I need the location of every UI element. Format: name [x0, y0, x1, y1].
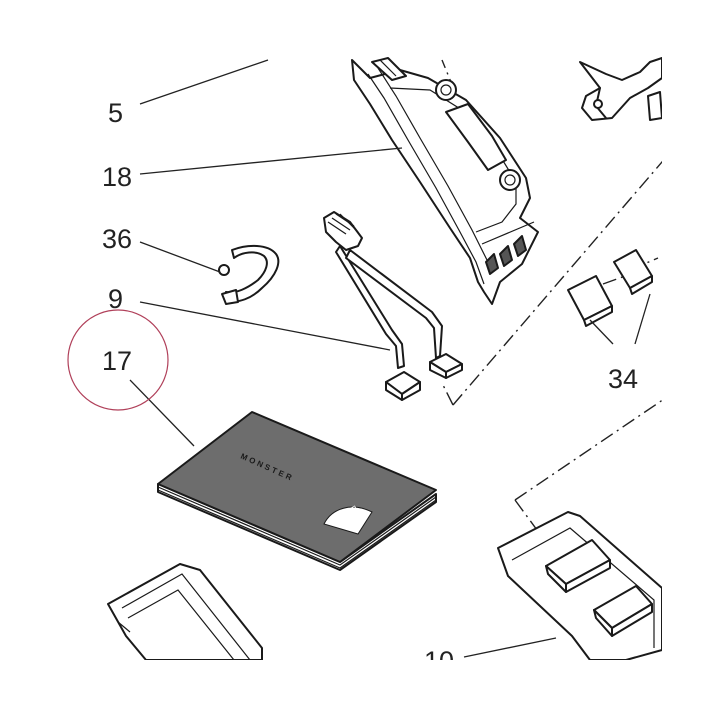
- right-crop: [662, 0, 720, 720]
- part-17-manual: MONSTER DUCATI: [157, 411, 437, 571]
- callout-34: 34: [608, 364, 638, 394]
- part-34-pads: [567, 249, 653, 327]
- leader-lines: [129, 59, 651, 658]
- callout-5: 5: [108, 98, 123, 128]
- part-5-bracket: [579, 57, 663, 121]
- bottom-crop: [0, 660, 720, 720]
- part-9-tool: [323, 211, 463, 401]
- highlight-circle: [67, 309, 169, 411]
- part-36-clip: [218, 244, 280, 305]
- callout-9: 9: [108, 284, 123, 314]
- bottom-left-partial-part: [107, 563, 263, 661]
- callout-36: 36: [102, 224, 132, 254]
- manual-cover: [157, 411, 437, 563]
- callout-17: 17: [102, 346, 132, 376]
- manual-logo-shield: [323, 506, 373, 535]
- part-18-side-panel: [351, 57, 539, 305]
- callout-18: 18: [102, 162, 132, 192]
- part-10-tray: [497, 511, 663, 661]
